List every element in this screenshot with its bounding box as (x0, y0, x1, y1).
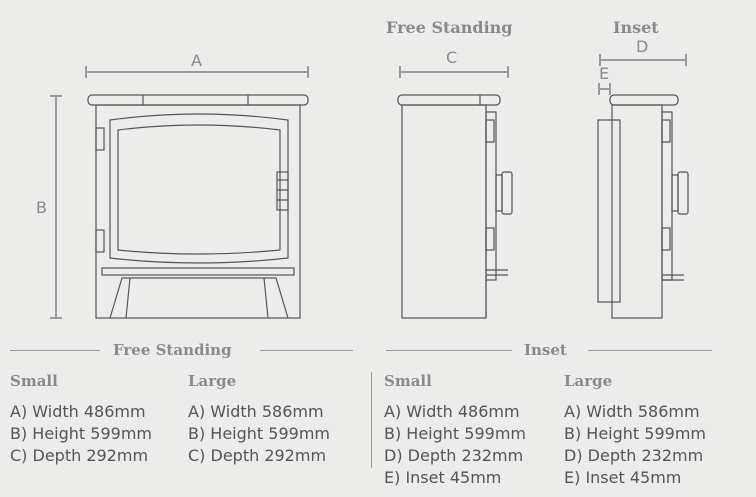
free-standing-small-heading: Small (10, 372, 58, 390)
free-standing-rule-left (10, 350, 100, 351)
dimension-label-d: D (636, 37, 649, 56)
spec-line: B) Height 599mm (188, 424, 330, 443)
free-standing-heading: Free Standing (113, 341, 232, 359)
inset-large-heading: Large (564, 372, 613, 390)
dimension-label-a: A (191, 51, 202, 70)
spec-line: E) Inset 45mm (564, 468, 682, 487)
inset-large-specs: A) Width 586mm B) Height 599mm D) Depth … (564, 401, 706, 489)
free-standing-large-heading: Large (188, 372, 237, 390)
stove-diagram (50, 54, 689, 319)
dimension-lines (50, 54, 687, 319)
free-standing-rule-right (260, 350, 353, 351)
spec-line: D) Depth 232mm (384, 446, 524, 465)
free-standing-large-specs: A) Width 586mm B) Height 599mm C) Depth … (188, 401, 330, 467)
section-divider (371, 372, 372, 468)
spec-line: C) Depth 292mm (188, 446, 327, 465)
inset-small-heading: Small (384, 372, 432, 390)
spec-line: C) Depth 292mm (10, 446, 149, 465)
free-standing-view-title: Free Standing (386, 18, 513, 37)
spec-line: D) Depth 232mm (564, 446, 704, 465)
front-view-drawing (87, 94, 309, 319)
spec-line: A) Width 486mm (10, 402, 146, 421)
dimension-label-c: C (446, 48, 458, 67)
spec-line: A) Width 586mm (564, 402, 700, 421)
spec-line: A) Width 586mm (188, 402, 324, 421)
spec-line: E) Inset 45mm (384, 468, 502, 487)
dimension-label-e: E (599, 64, 610, 83)
spec-line: B) Height 599mm (384, 424, 526, 443)
inset-rule-right (588, 350, 712, 351)
spec-line: B) Height 599mm (10, 424, 152, 443)
inset-view-drawing (597, 94, 689, 319)
inset-rule-left (386, 350, 512, 351)
spec-line: B) Height 599mm (564, 424, 706, 443)
inset-view-title: Inset (613, 18, 659, 37)
inset-heading: Inset (524, 341, 567, 359)
inset-small-specs: A) Width 486mm B) Height 599mm D) Depth … (384, 401, 526, 489)
spec-line: A) Width 486mm (384, 402, 520, 421)
free-standing-small-specs: A) Width 486mm B) Height 599mm C) Depth … (10, 401, 152, 467)
dimension-label-b: B (36, 198, 47, 217)
side-view-drawing (397, 94, 513, 319)
